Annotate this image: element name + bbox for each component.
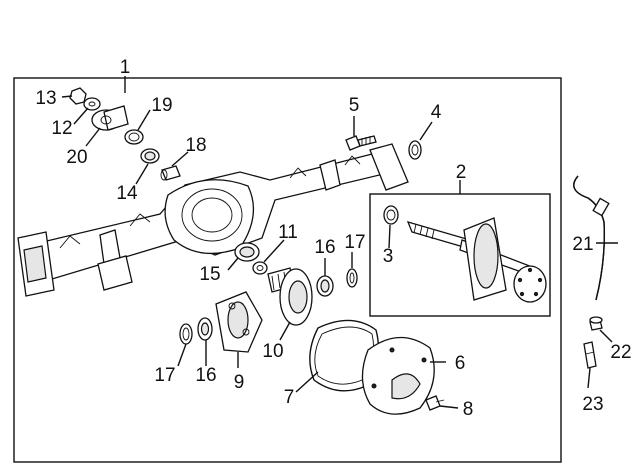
part-5-bolt	[345, 135, 377, 151]
callout-23: 23	[582, 394, 603, 415]
callout-16-right: 16	[314, 237, 335, 258]
callout-7: 7	[284, 387, 295, 408]
part-6-cover	[361, 336, 435, 415]
callout-labels: 1 2 3 4 5 6 7 8 9 10 11 12 13 14 15 16 1…	[35, 57, 631, 420]
part-18-spacer	[160, 165, 181, 181]
part-23-clip	[583, 341, 597, 369]
axle-assembly-frame	[13, 76, 562, 463]
part-17-shim-left	[179, 323, 193, 345]
callout-8: 8	[463, 399, 474, 420]
callout-19: 19	[151, 95, 172, 116]
callout-5: 5	[349, 95, 360, 116]
callout-1: 1	[120, 57, 131, 78]
leader-lines	[61, 95, 618, 409]
callout-9: 9	[234, 372, 245, 393]
part-15-bearing	[234, 242, 260, 262]
callout-22: 22	[610, 342, 631, 363]
callout-3: 3	[383, 246, 394, 267]
callout-21: 21	[572, 234, 593, 255]
callout-15: 15	[199, 264, 220, 285]
part-20-pinion-flange	[91, 105, 129, 131]
callout-18: 18	[185, 135, 206, 156]
callout-11: 11	[278, 222, 298, 243]
callout-17-right: 17	[344, 232, 365, 253]
callout-10: 10	[262, 341, 283, 362]
part-19-seal	[124, 129, 144, 145]
part-11-shim	[252, 261, 268, 275]
axle-shaft-assembly-frame	[369, 180, 551, 317]
part-17-shim-right	[346, 268, 358, 288]
part-16-bearing-left	[197, 317, 213, 341]
part-4-seal	[408, 140, 422, 160]
axle-housing	[17, 143, 409, 297]
part-9-differential-case	[215, 291, 263, 353]
part-12-washer	[83, 97, 101, 111]
part-2-axle-shaft	[406, 217, 547, 303]
part-10-ring-and-pinion	[267, 267, 313, 326]
callout-17-left: 17	[154, 365, 175, 386]
part-21-vent-hose	[573, 175, 610, 301]
part-13-nut	[69, 87, 87, 105]
callout-20: 20	[66, 147, 87, 168]
callout-2: 2	[456, 162, 467, 183]
part-3-seal	[383, 205, 399, 225]
part-14-bearing	[140, 148, 160, 164]
callout-6: 6	[455, 353, 466, 374]
part-22-vent-cap	[589, 316, 603, 331]
callout-12: 12	[51, 118, 72, 139]
callout-16-left: 16	[195, 365, 216, 386]
callout-4: 4	[431, 102, 442, 123]
part-8-fill-plug	[425, 395, 445, 411]
part-16-bearing-right	[316, 275, 334, 297]
callout-13: 13	[35, 88, 56, 109]
callout-14: 14	[116, 183, 138, 204]
